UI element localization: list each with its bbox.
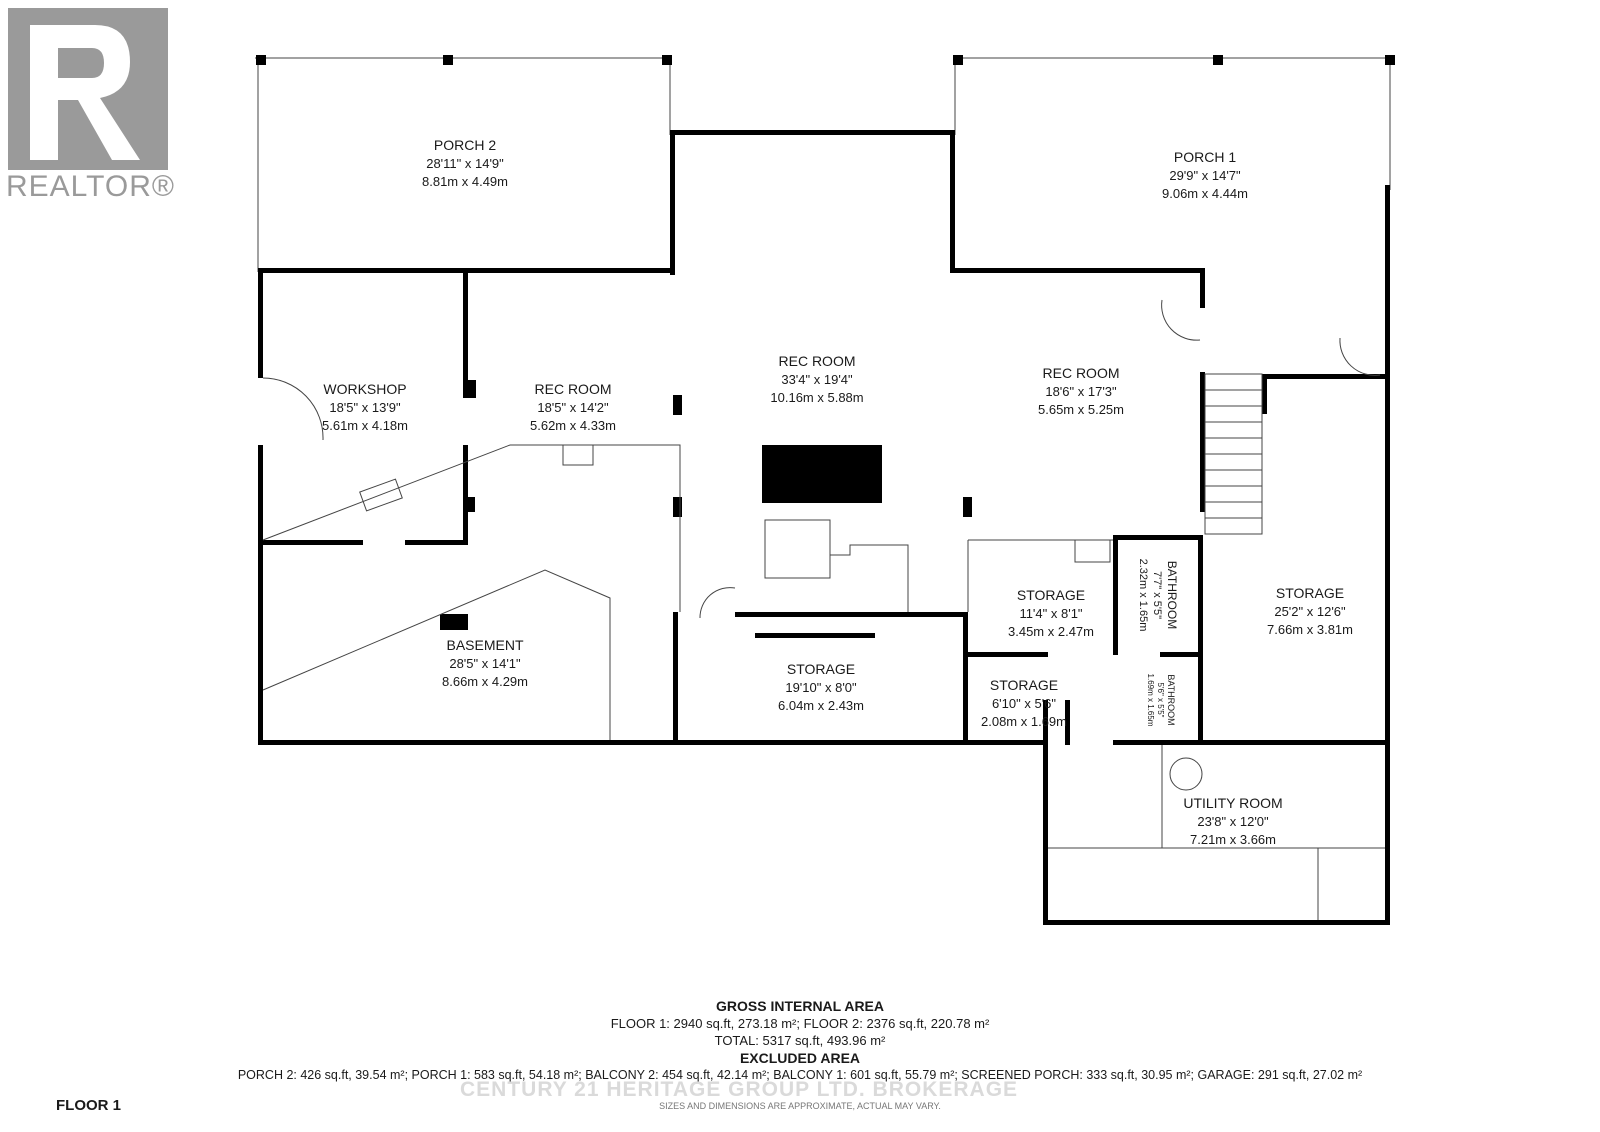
brokerage-watermark: CENTURY 21 HERITAGE GROUP LTD. BROKERAGE xyxy=(460,1078,1019,1101)
room-name: WORKSHOP xyxy=(323,381,406,397)
room-name: BATHROOM xyxy=(1166,674,1176,725)
room-name: PORCH 1 xyxy=(1174,149,1236,165)
room-workshop: WORKSHOP 18'5" x 13'9" 5.61m x 4.18m xyxy=(322,381,408,433)
room-imperial: 11'4" x 8'1" xyxy=(1019,606,1082,621)
doors-and-lines xyxy=(262,299,1385,920)
room-metric: 3.45m x 2.47m xyxy=(1008,624,1094,639)
disclaimer: SIZES AND DIMENSIONS ARE APPROXIMATE, AC… xyxy=(659,1101,941,1111)
room-metric: 1.69m x 1.65m xyxy=(1146,674,1155,727)
walls xyxy=(256,55,1395,925)
room-imperial: 25'2" x 12'6" xyxy=(1274,604,1346,619)
floor-label: FLOOR 1 xyxy=(56,1097,122,1114)
room-metric: 8.81m x 4.49m xyxy=(422,174,508,189)
room-rec-right: REC ROOM 18'6" x 17'3" 5.65m x 5.25m xyxy=(1038,365,1124,417)
room-bathroom-1: BATHROOM 7'7" x 5'5" 2.32m x 1.65m xyxy=(1137,559,1179,632)
room-metric: 9.06m x 4.44m xyxy=(1162,186,1248,201)
room-name: REC ROOM xyxy=(1043,365,1120,381)
room-metric: 7.66m x 3.81m xyxy=(1267,622,1353,637)
room-storage-mid: STORAGE 11'4" x 8'1" 3.45m x 2.47m xyxy=(1008,587,1094,639)
realtor-logo-text: REALTOR® xyxy=(6,170,176,203)
room-imperial: 7'7" x 5'5" xyxy=(1151,571,1163,619)
total-area-line: TOTAL: 5317 sq.ft, 493.96 m² xyxy=(714,1033,886,1048)
room-imperial: 18'5" x 14'2" xyxy=(537,400,609,415)
room-name: REC ROOM xyxy=(779,353,856,369)
room-storage-small: STORAGE 6'10" x 5'6" 2.08m x 1.69m xyxy=(981,677,1067,729)
room-name: STORAGE xyxy=(1276,585,1344,601)
room-imperial: 18'5" x 13'9" xyxy=(329,400,401,415)
room-imperial: 6'10" x 5'6" xyxy=(992,696,1056,711)
excluded-area-title: EXCLUDED AREA xyxy=(739,1050,861,1066)
room-porch-2: PORCH 2 28'11" x 14'9" 8.81m x 4.49m xyxy=(422,137,508,189)
excluded-area-line: PORCH 2: 426 sq.ft, 39.54 m²; PORCH 1: 5… xyxy=(237,1068,1363,1082)
room-metric: 7.21m x 3.66m xyxy=(1190,832,1276,847)
room-name: STORAGE xyxy=(990,677,1058,693)
room-metric: 5.61m x 4.18m xyxy=(322,418,408,433)
room-metric: 6.04m x 2.43m xyxy=(778,698,864,713)
room-metric: 5.62m x 4.33m xyxy=(530,418,616,433)
room-metric: 2.08m x 1.69m xyxy=(981,714,1067,729)
gross-area-title: GROSS INTERNAL AREA xyxy=(715,998,884,1014)
room-imperial: 5'6" x 5'5" xyxy=(1156,683,1165,718)
room-bathroom-2: BATHROOM 5'6" x 5'5" 1.69m x 1.65m xyxy=(1146,674,1176,727)
room-storage-right: STORAGE 25'2" x 12'6" 7.66m x 3.81m xyxy=(1267,585,1353,637)
room-name: REC ROOM xyxy=(535,381,612,397)
room-imperial: 28'5" x 14'1" xyxy=(449,656,521,671)
room-imperial: 33'4" x 19'4" xyxy=(781,372,853,387)
room-imperial: 18'6" x 17'3" xyxy=(1045,384,1117,399)
room-name: BATHROOM xyxy=(1165,561,1179,629)
room-storage-large: STORAGE 19'10" x 8'0" 6.04m x 2.43m xyxy=(778,661,864,713)
room-metric: 10.16m x 5.88m xyxy=(770,390,863,405)
room-name: BASEMENT xyxy=(446,637,523,653)
room-name: PORCH 2 xyxy=(434,137,496,153)
room-name: STORAGE xyxy=(1017,587,1085,603)
staircase xyxy=(1204,373,1263,535)
room-metric: 8.66m x 4.29m xyxy=(442,674,528,689)
room-labels: PORCH 2 28'11" x 14'9" 8.81m x 4.49m POR… xyxy=(322,137,1353,847)
room-utility: UTILITY ROOM 23'8" x 12'0" 7.21m x 3.66m xyxy=(1183,795,1282,847)
room-metric: 2.32m x 1.65m xyxy=(1137,559,1149,632)
room-rec-left: REC ROOM 18'5" x 14'2" 5.62m x 4.33m xyxy=(530,381,616,433)
room-metric: 5.65m x 5.25m xyxy=(1038,402,1124,417)
gross-area-line: FLOOR 1: 2940 sq.ft, 273.18 m²; FLOOR 2:… xyxy=(610,1016,990,1031)
room-imperial: 28'11" x 14'9" xyxy=(426,156,504,171)
room-name: UTILITY ROOM xyxy=(1183,795,1282,811)
realtor-logo xyxy=(8,8,168,170)
room-imperial: 29'9" x 14'7" xyxy=(1169,168,1241,183)
room-porch-1: PORCH 1 29'9" x 14'7" 9.06m x 4.44m xyxy=(1162,149,1248,201)
room-name: STORAGE xyxy=(787,661,855,677)
room-rec-main: REC ROOM 33'4" x 19'4" 10.16m x 5.88m xyxy=(770,353,863,405)
room-imperial: 23'8" x 12'0" xyxy=(1197,814,1269,829)
room-basement: BASEMENT 28'5" x 14'1" 8.66m x 4.29m xyxy=(442,637,528,689)
room-imperial: 19'10" x 8'0" xyxy=(785,680,857,695)
